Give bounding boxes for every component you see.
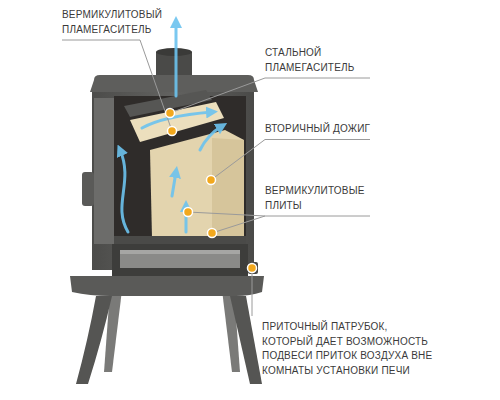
callout-label: ВЕРМИКУЛИТОВЫЕ ПЛИТЫ	[265, 184, 385, 213]
callout-label: СТАЛЬНОЙ ПЛАМЕГАСИТЕЛЬ	[265, 46, 385, 75]
callout-label: ВЕРМИКУЛИТОВЫЙ ПЛАМЕГАСИТЕЛЬ	[62, 8, 182, 37]
callout-dot	[207, 176, 216, 185]
callout-dot	[248, 264, 257, 273]
callout-dot	[184, 208, 193, 217]
leader-line	[211, 140, 370, 181]
callout-dot	[166, 109, 175, 118]
callout-label: ВТОРИЧНЫЙ ДОЖИГ	[265, 122, 415, 137]
callout-label: ПРИТОЧНЫЙ ПАТРУБОК, КОТОРЫЙ ДАЕТ ВОЗМОЖН…	[262, 320, 434, 378]
callout-dot	[168, 127, 177, 136]
leader-line	[170, 78, 370, 113]
leader-line	[62, 40, 172, 131]
callout-dot	[208, 229, 217, 238]
leader-line	[252, 268, 253, 316]
